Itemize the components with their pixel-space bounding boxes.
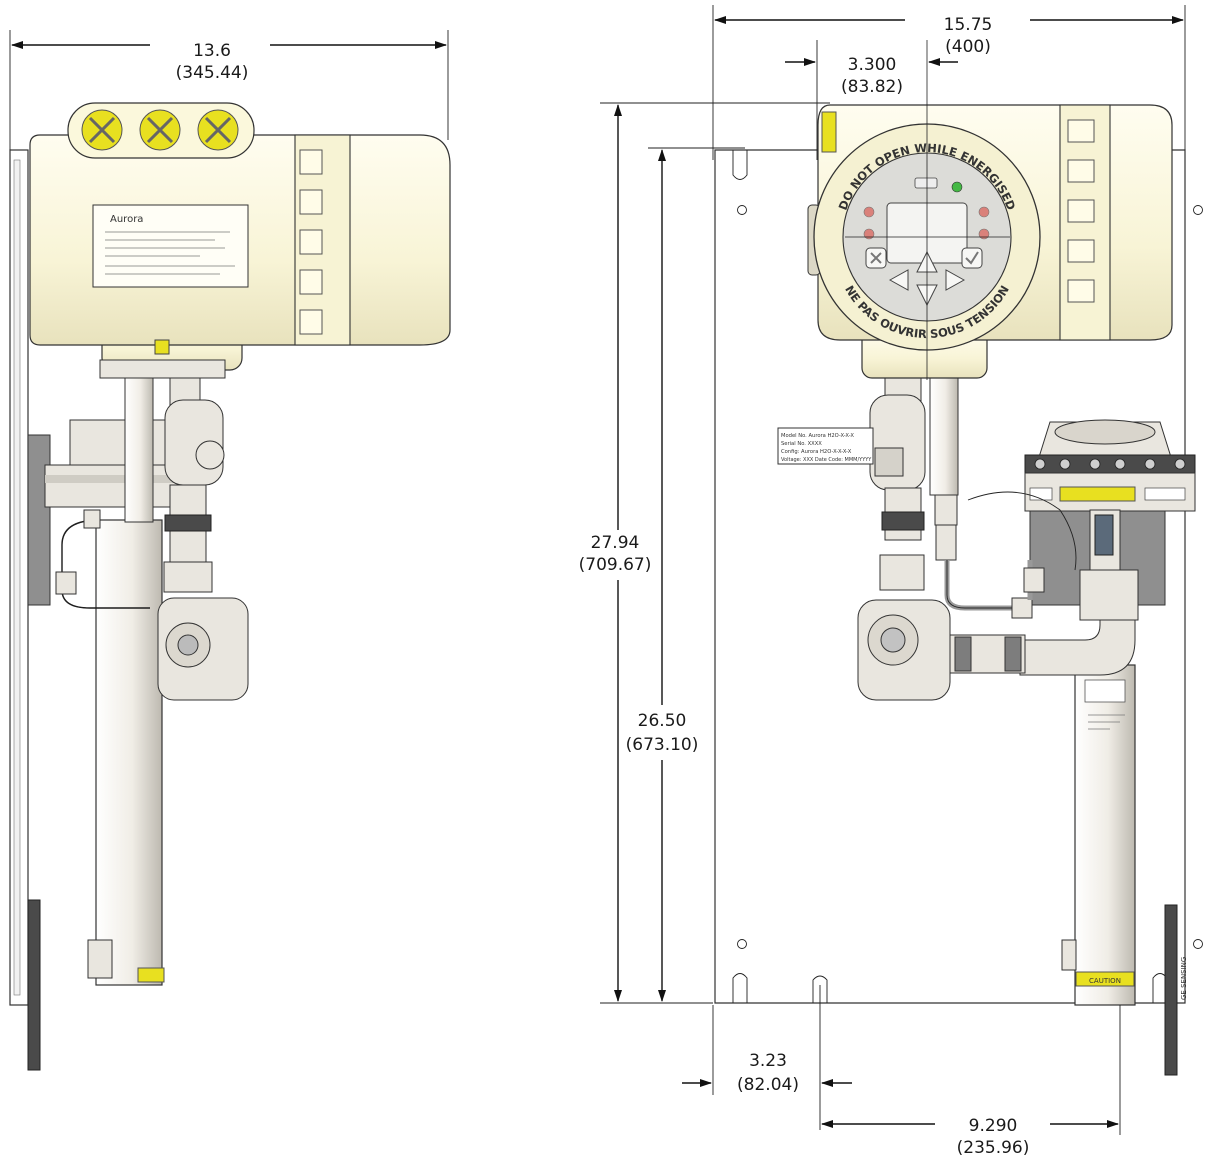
right-key-icon: [945, 269, 966, 291]
side-mount-cap: [69, 419, 171, 469]
dim-mounting-height: 26.50: [638, 711, 687, 731]
front-tag-plate: [777, 427, 874, 465]
left-key-icon: [888, 269, 909, 291]
dim-enclosure-offset-metric: (83.82): [841, 77, 903, 97]
cable-plug-2: [139, 109, 181, 151]
side-bracket: [27, 434, 51, 606]
side-cover-ribs: [299, 149, 323, 335]
dim-overall-height: 27.94: [591, 533, 640, 553]
dim-overall-width: 15.75: [944, 15, 993, 35]
mount-hole: [1193, 205, 1203, 215]
dimension-lines: [9, 5, 1186, 1135]
status-led-red: [863, 206, 875, 218]
front-probe-tube: [1074, 664, 1136, 1006]
dim-overall-height-metric: (709.67): [579, 555, 652, 575]
front-elbow: [1019, 619, 1136, 676]
side-caution-label: [137, 967, 165, 983]
dim-slot-offset: 3.23: [749, 1051, 787, 1071]
dim-slot-offset-metric: (82.04): [737, 1075, 799, 1095]
cable-plug-3: [197, 109, 239, 151]
side-view: Aurora: [9, 102, 451, 1071]
slot-bottom-left: [732, 973, 748, 1003]
front-plug-side: [821, 111, 837, 153]
vendor-label: GE SENSING: [1180, 957, 1188, 1000]
front-mount-stud: [1164, 904, 1178, 1076]
front-view: CAUTION: [714, 40, 1203, 1076]
dim-probe-offset-metric: (235.96): [957, 1138, 1030, 1158]
front-cover-ribs: [1067, 119, 1095, 303]
tag-serial: Serial No. XXXX: [781, 441, 822, 447]
side-mount-stud: [27, 899, 41, 1071]
front-caution-label: [1075, 971, 1135, 987]
mount-hole: [737, 205, 747, 215]
tag-model: Model No. Aurora H2O-X-X-X: [781, 433, 854, 439]
front-sensor-body: [1079, 569, 1139, 621]
confirm-key-icon: [961, 247, 983, 269]
dimension-labels: 13.6 (345.44) 15.75 (400) 3.300 (83.82) …: [176, 15, 1030, 1158]
mount-hole: [737, 939, 747, 949]
dim-left-width-metric: (345.44): [176, 63, 249, 83]
dim-mounting-height-metric: (673.10): [626, 735, 699, 755]
status-led-green: [951, 181, 963, 193]
cable-plug-1: [81, 109, 123, 151]
dim-enclosure-offset: 3.300: [848, 55, 897, 75]
front-flange-ring: [1024, 454, 1196, 474]
dim-left-width: 13.6: [193, 41, 231, 61]
dim-overall-width-metric: (400): [945, 37, 991, 57]
tag-voltage: Voltage: XXX Date Code: MMM/YYYY: [781, 457, 872, 463]
side-probe-tube: [95, 519, 163, 986]
side-nameplate: [92, 204, 249, 288]
front-caution-text: CAUTION: [1089, 977, 1121, 985]
slot-top-left: [732, 150, 748, 180]
mount-hole: [1193, 939, 1203, 949]
tag-config: Config: Aurora H2O-X-X-X-X: [781, 449, 852, 455]
front-flange-caution: [1059, 486, 1136, 502]
brand-label: Aurora: [110, 214, 143, 225]
dim-probe-offset: 9.290: [969, 1116, 1018, 1136]
